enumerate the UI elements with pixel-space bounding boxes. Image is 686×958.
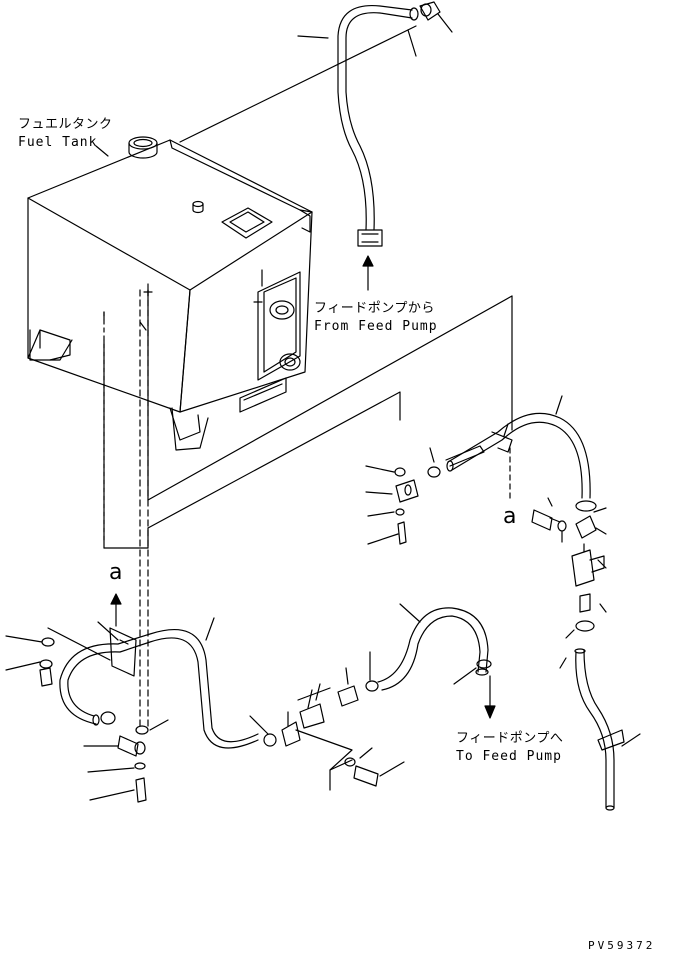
from-feed-pump-label-en: From Feed Pump <box>314 319 438 334</box>
to-feed-pump-label-en: To Feed Pump <box>456 749 562 764</box>
connection-lines <box>103 289 513 731</box>
to-feed-pump-label-jp: フィードポンプへ <box>456 731 564 746</box>
right-pipe-assembly <box>446 412 625 811</box>
bottom-hose-assembly <box>39 607 496 803</box>
return-hose-top <box>337 1 441 291</box>
drawing-code: PV59372 <box>588 939 656 952</box>
reference-mark-a-right: a <box>503 504 517 529</box>
fuel-tank-label-en: Fuel Tank <box>18 135 98 150</box>
from-feed-pump-label-jp: フィードポンプから <box>314 301 435 316</box>
reference-mark-a-left: a <box>109 560 123 585</box>
fuel-tank-label-jp: フュエルタンク <box>18 117 113 132</box>
fuel-tank <box>27 136 313 451</box>
center-fastener-stack <box>394 445 485 545</box>
leader-line <box>179 25 417 143</box>
